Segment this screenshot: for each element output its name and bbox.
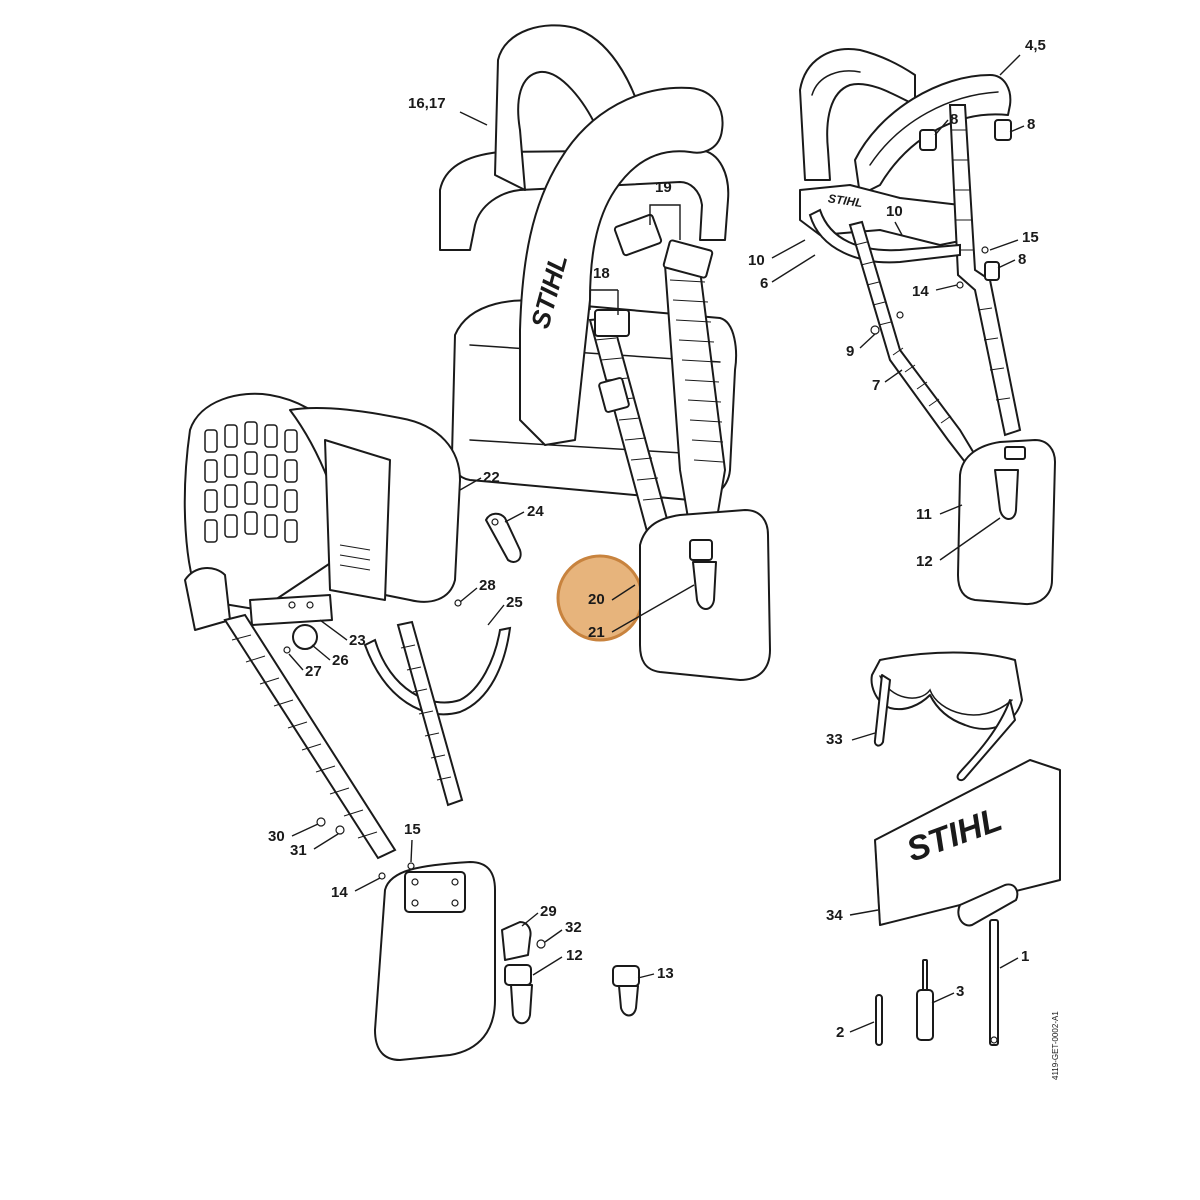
callout-25: 25 xyxy=(506,594,523,611)
comfort-harness-16-17[interactable]: STIHL xyxy=(439,24,771,681)
callout-8a: 8 xyxy=(950,111,958,128)
callout-22: 22 xyxy=(483,469,500,486)
callout-7: 7 xyxy=(872,377,880,394)
callout-24: 24 xyxy=(527,503,544,520)
callout-26: 26 xyxy=(332,652,349,669)
callout-18: 18 xyxy=(593,265,610,282)
safety-glasses-33[interactable] xyxy=(870,651,1023,782)
callout-23: 23 xyxy=(349,632,366,649)
combination-wrench-1[interactable] xyxy=(957,883,1019,1046)
callout-2: 2 xyxy=(836,1024,844,1041)
callout-10a: 10 xyxy=(748,252,765,269)
brand-logo: STIHL xyxy=(827,191,863,210)
document-id: 4119-GET-0002-A1 xyxy=(1051,1011,1060,1080)
callout-11: 11 xyxy=(916,506,932,523)
callout-19: 19 xyxy=(655,179,672,196)
callout-31: 31 xyxy=(290,842,307,859)
callout-3: 3 xyxy=(956,983,964,1000)
callout-9: 9 xyxy=(846,343,854,360)
callout-29: 29 xyxy=(540,903,557,920)
callout-4-5: 4,5 xyxy=(1025,37,1046,54)
callout-20: 20 xyxy=(588,591,605,608)
nut-32[interactable] xyxy=(536,939,546,949)
standard-harness-4-5[interactable]: STIHL xyxy=(799,48,1056,606)
screwdriver-3[interactable] xyxy=(916,959,934,1041)
callout-6: 6 xyxy=(760,275,768,292)
callout-30: 30 xyxy=(268,828,285,845)
callout-15b: 15 xyxy=(404,821,421,838)
callout-28: 28 xyxy=(479,577,496,594)
callout-27: 27 xyxy=(305,663,322,680)
brushcutter-harness[interactable] xyxy=(183,392,522,1061)
carabiner-12[interactable] xyxy=(504,964,533,1025)
callout-34: 34 xyxy=(826,907,843,924)
callout-12a: 12 xyxy=(916,553,933,570)
callout-8c: 8 xyxy=(1018,251,1026,268)
callout-1: 1 xyxy=(1021,948,1029,965)
callout-14a: 14 xyxy=(912,283,929,300)
clip-29[interactable] xyxy=(501,921,532,961)
callout-21: 21 xyxy=(588,624,605,641)
tool-pouch-34[interactable]: STIHL xyxy=(874,759,1061,926)
callout-14b: 14 xyxy=(331,884,348,901)
callout-13: 13 xyxy=(657,965,674,982)
callout-32: 32 xyxy=(565,919,582,936)
rod-2[interactable] xyxy=(875,994,883,1046)
callout-33: 33 xyxy=(826,731,843,748)
callout-15a: 15 xyxy=(1022,229,1039,246)
carabiner-13[interactable] xyxy=(612,965,640,1017)
callout-12b: 12 xyxy=(566,947,583,964)
callout-10b: 10 xyxy=(886,203,903,220)
callout-16-17: 16,17 xyxy=(408,95,446,112)
callout-8b: 8 xyxy=(1027,116,1035,133)
